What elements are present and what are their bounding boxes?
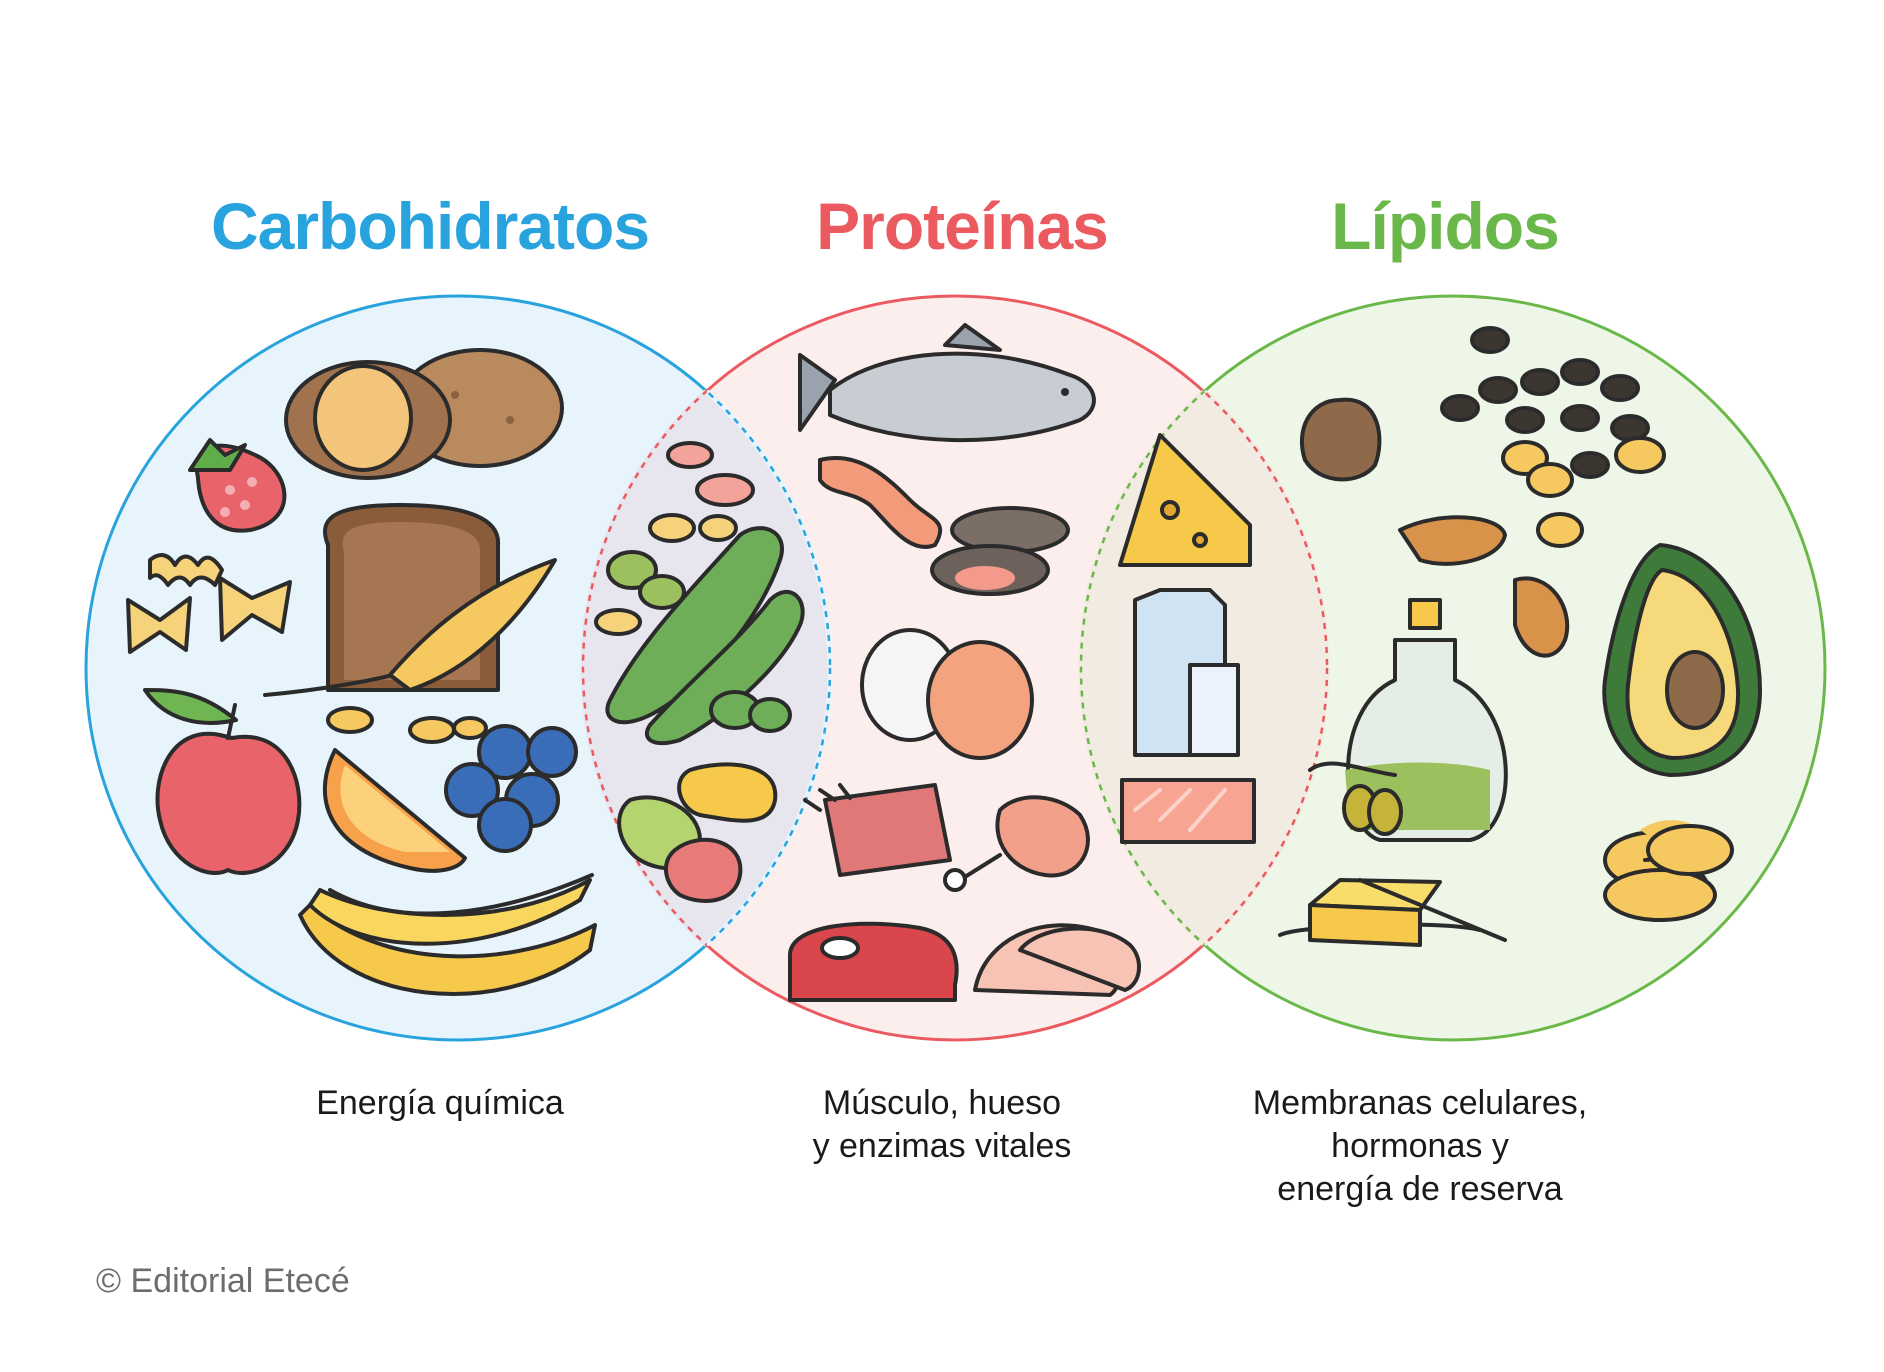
description-line: hormonas y bbox=[1331, 1127, 1509, 1165]
hazelnut-icon bbox=[1299, 397, 1382, 482]
wheat-grains-icon bbox=[326, 706, 488, 744]
edamame-icon bbox=[605, 526, 805, 746]
beans-icon bbox=[617, 762, 778, 903]
peanut-seeds-icon bbox=[1501, 436, 1666, 548]
chicken-breast-icon bbox=[973, 923, 1141, 997]
seeds-icon bbox=[1440, 326, 1650, 479]
milk-icon bbox=[1133, 588, 1240, 757]
wheat-ear-icon bbox=[263, 558, 557, 697]
description-line: Membranas celulares, bbox=[1252, 1084, 1588, 1122]
eggs-icon bbox=[860, 628, 1034, 760]
carbohidratos-title: Carbohidratos bbox=[210, 189, 650, 263]
proteinas-title: Proteínas bbox=[816, 189, 1109, 263]
bananas-icon bbox=[298, 873, 597, 996]
description-line: energía de reserva bbox=[1277, 1170, 1563, 1208]
olives-icon bbox=[1308, 761, 1403, 836]
carbohidratos-description: Energía química bbox=[316, 1082, 564, 1125]
lipidos-title: Lípidos bbox=[1331, 189, 1560, 263]
shrimp-icon bbox=[818, 456, 943, 549]
description-line: Músculo, hueso bbox=[822, 1084, 1062, 1122]
overlap-carbohidratos-proteinas bbox=[583, 296, 830, 1040]
description-line: y enzimas vitales bbox=[812, 1127, 1072, 1165]
cheese-icon bbox=[1118, 433, 1252, 567]
steak-icon bbox=[788, 921, 959, 1002]
description-line: Energía química bbox=[316, 1084, 564, 1122]
mussels-icon bbox=[930, 506, 1070, 596]
proteinas-description: Músculo, hueso y enzimas vitales bbox=[813, 1082, 1072, 1168]
strawberry-icon bbox=[188, 438, 287, 533]
lamb-ribs-icon bbox=[803, 783, 952, 877]
peanuts-icon bbox=[1603, 820, 1734, 922]
overlap-proteinas-lipidos bbox=[1081, 296, 1327, 1040]
orange-slice-icon bbox=[322, 748, 467, 873]
legumes-icon bbox=[594, 441, 755, 636]
salmon-fillet-icon bbox=[1120, 778, 1256, 844]
fish-icon bbox=[798, 323, 1096, 443]
pasta-fusilli-icon bbox=[148, 553, 224, 587]
almond-icon bbox=[1398, 515, 1570, 658]
chicken-leg-icon bbox=[943, 795, 1090, 892]
avocado-icon bbox=[1602, 543, 1762, 777]
lentils-icon bbox=[709, 690, 792, 733]
blueberries-icon bbox=[444, 724, 578, 853]
apple-icon bbox=[143, 688, 302, 875]
lipidos-description: Membranas celulares, hormonas y energía … bbox=[1253, 1082, 1587, 1211]
pasta-farfalle-icon bbox=[126, 576, 292, 654]
butter-icon bbox=[1278, 878, 1507, 947]
copyright: © Editorial Etecé bbox=[96, 1262, 350, 1300]
sweet-potato-icon bbox=[284, 360, 452, 480]
